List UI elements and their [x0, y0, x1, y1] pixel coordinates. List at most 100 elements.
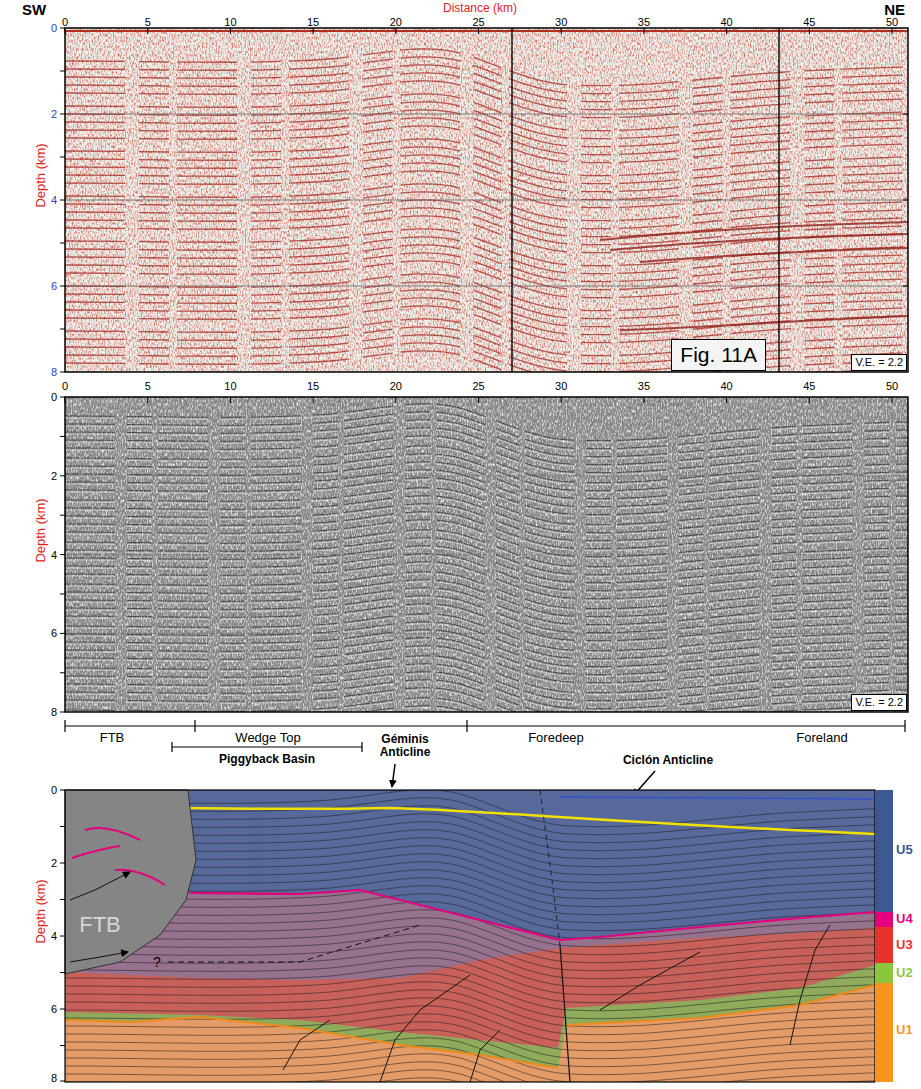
zone-label: Foreland [796, 731, 847, 744]
reflector-stack [65, 446, 908, 515]
tick-label: 4 [51, 194, 57, 206]
unit-swatch [875, 927, 893, 963]
tick-label: 8 [51, 366, 57, 378]
unit-swatch [875, 983, 893, 1082]
unit-swatch [875, 963, 893, 983]
zone-label: Wedge Top [235, 731, 300, 744]
reflector-stack [65, 532, 908, 601]
tick-label: 10 [224, 16, 236, 28]
fault-line [283, 925, 830, 1082]
tick-label: 6 [51, 627, 57, 639]
tick-label: 2 [51, 470, 57, 482]
reflector-stack [65, 406, 908, 475]
box-text: Fig. 11A [680, 342, 757, 368]
axis-ticks [60, 397, 892, 712]
box-text: V.E. = 2.2 [855, 696, 903, 709]
feature-label: Géminis Anticline [369, 733, 441, 759]
reflector-stack [65, 488, 908, 557]
tick-label: 2 [51, 857, 57, 869]
tick-label: 40 [720, 380, 732, 392]
reflector-stack [65, 1070, 875, 1082]
tick-label: 50 [886, 380, 898, 392]
tick-label: 30 [555, 380, 567, 392]
figure-tag: Fig. 11A [671, 339, 766, 371]
unit-label: U3 [896, 938, 913, 952]
tick-label: 8 [51, 706, 57, 718]
reflector-stack [65, 490, 908, 559]
tick-label: 4 [51, 930, 57, 942]
axis-title: Depth (km) [33, 143, 48, 207]
axis-title: Depth (km) [33, 498, 48, 562]
exaggeration-box: V.E. = 2.2 [851, 354, 907, 371]
seismic-reflectors [65, 404, 908, 712]
basin-bracket [172, 742, 362, 752]
horizon-line [566, 985, 875, 1025]
tick-label: 10 [224, 380, 236, 392]
tick-label: 15 [307, 16, 319, 28]
tick-label: 4 [51, 549, 57, 561]
seismic-reflectors [65, 49, 908, 372]
feature-label: Ciclón Anticline [623, 754, 713, 767]
tick-label: 25 [472, 380, 484, 392]
tick-label: 25 [472, 16, 484, 28]
zone-label: FTB [100, 731, 125, 744]
thrust-fault [70, 872, 130, 900]
tick-label: 35 [638, 380, 650, 392]
reflector-stack [65, 448, 908, 517]
feature-label: Piggyback Basin [219, 753, 315, 766]
grid-lines [65, 476, 908, 634]
zone-label: Foredeep [528, 731, 584, 744]
reflector-stack [65, 404, 908, 473]
unit-swatch [875, 912, 893, 927]
tick-label: 20 [390, 16, 402, 28]
tick-label: 30 [555, 16, 567, 28]
fault-line [540, 790, 560, 945]
tick-label: 0 [62, 16, 68, 28]
tick-label: 5 [145, 16, 151, 28]
strong-reflectors [600, 222, 908, 330]
tick-label: 40 [720, 16, 732, 28]
reflector-stack [65, 319, 908, 372]
box-text: V.E. = 2.2 [855, 356, 903, 369]
reflector-stack [65, 616, 908, 685]
unit-label: U5 [896, 843, 913, 857]
horizon-line [72, 828, 165, 885]
tick-label: 45 [803, 16, 815, 28]
tick-label: 5 [145, 380, 151, 392]
axis-ticks [60, 28, 908, 372]
reflector-stack [65, 572, 908, 641]
uncertainty-mark: ? [153, 954, 161, 970]
axis-ticks [60, 790, 65, 1081]
tick-label: 15 [307, 380, 319, 392]
dark-reflectors [65, 404, 908, 712]
reflector-stack [65, 614, 908, 683]
fault-line [560, 945, 570, 1082]
tick-label: 8 [51, 1072, 57, 1084]
unit-label: U2 [896, 966, 913, 980]
panel-frame [65, 28, 908, 372]
tick-label: 20 [390, 380, 402, 392]
section-marker [512, 28, 779, 372]
tick-label: 6 [51, 1003, 57, 1015]
tick-label: 35 [638, 16, 650, 28]
reflector-stack [65, 530, 908, 599]
horizon-line [560, 797, 875, 799]
axis-title: Depth (km) [33, 879, 48, 943]
unit-label: U1 [896, 1023, 913, 1037]
seismic-ground [65, 397, 908, 712]
seafloor-line [65, 30, 908, 32]
unit-label: U4 [896, 912, 913, 926]
panel-frame [65, 790, 875, 1082]
panel-frame [65, 397, 908, 712]
reflector-stack [65, 910, 875, 979]
tick-label: 0 [51, 784, 57, 796]
zone-bracket [65, 720, 905, 732]
unit-u1-fill [65, 790, 875, 1082]
seismic-noise [65, 397, 908, 712]
inferred-detachment [168, 925, 420, 962]
thrust-fault [70, 952, 128, 962]
reflector-stack [65, 574, 908, 643]
tick-label: 2 [51, 108, 57, 120]
fold-thrust-belt [65, 790, 196, 974]
